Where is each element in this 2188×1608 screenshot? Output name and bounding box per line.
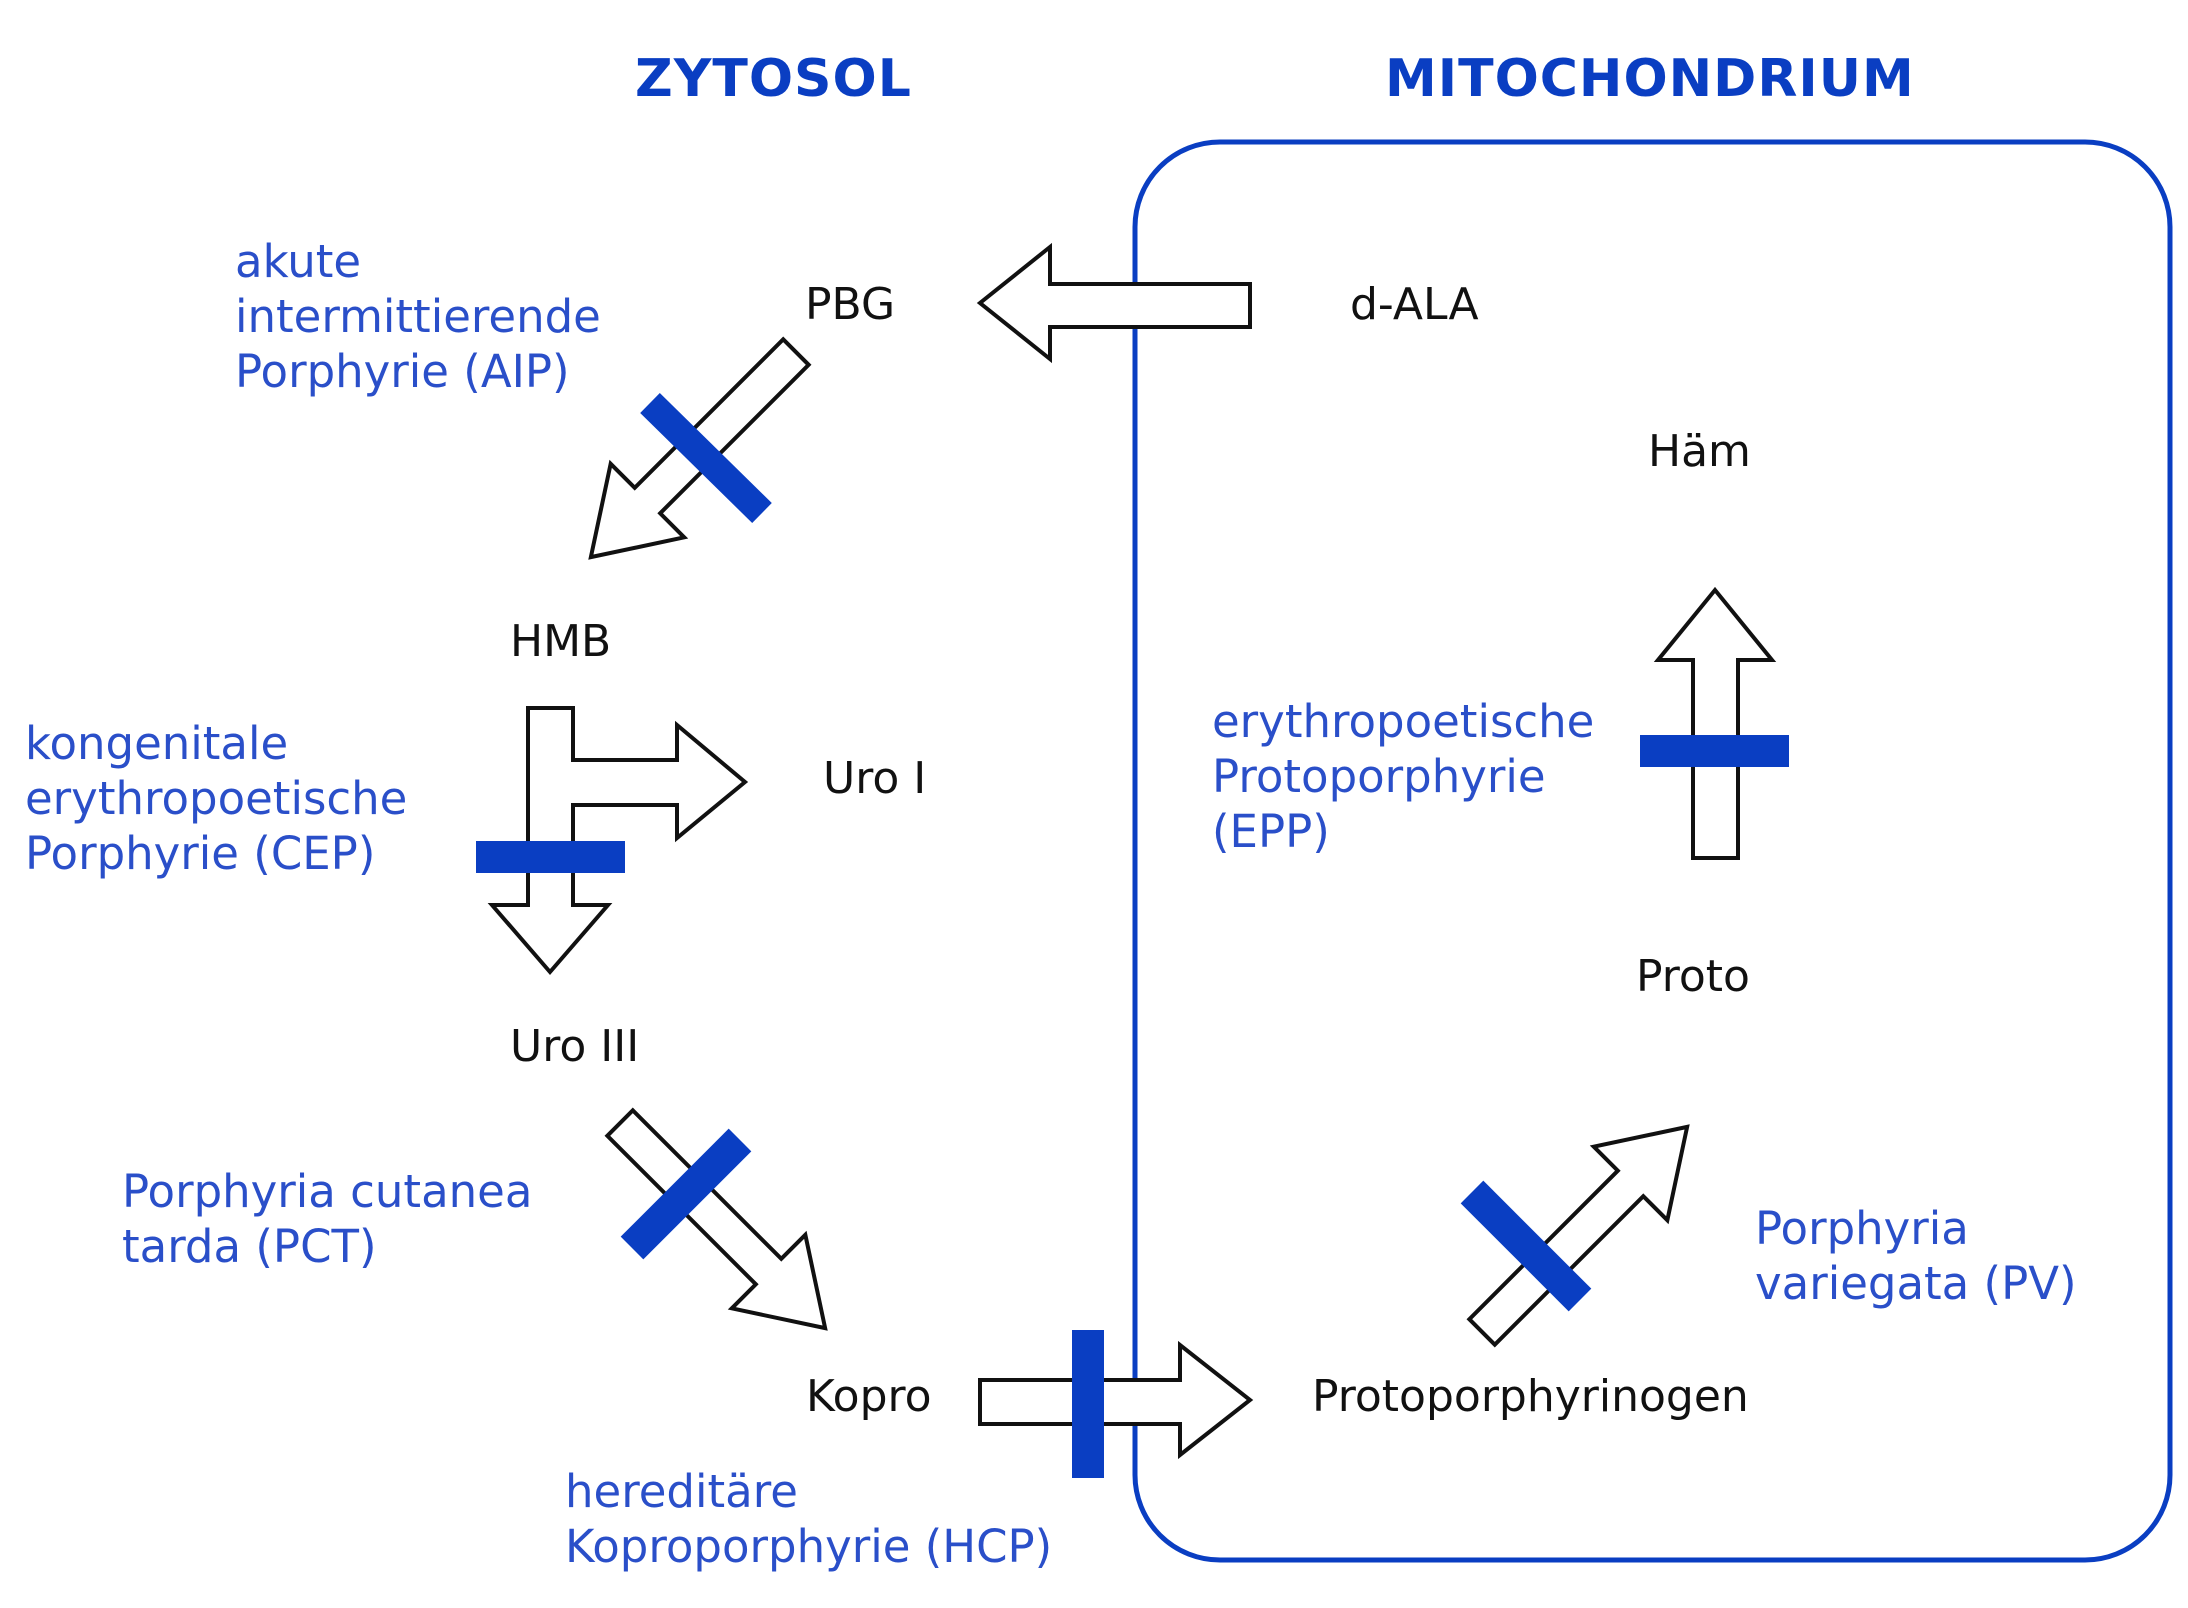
arrow-uro3-to-kopro bbox=[604, 1107, 828, 1331]
header-cytosol: ZYTOSOL bbox=[635, 49, 912, 109]
metabolite-uro3: Uro III bbox=[510, 1021, 640, 1072]
metabolite-uro1: Uro I bbox=[823, 753, 927, 804]
disease-label-pv: Porphyria variegata (PV) bbox=[1755, 1202, 2077, 1312]
disease-epp-line-1: erythropoetische bbox=[1212, 695, 1595, 748]
disease-hcp-line-2: Koproporphyrie (HCP) bbox=[565, 1519, 1053, 1573]
disease-epp-line-2: Protoporphyrie bbox=[1212, 749, 1546, 803]
arrow-kopro-to-protoporphyrinogen bbox=[978, 1340, 1254, 1460]
arrow-proto-to-haem bbox=[1653, 586, 1777, 860]
block-bar-pv bbox=[1460, 1180, 1592, 1312]
arrow-dala-to-pbg bbox=[976, 242, 1252, 364]
mitochondrion-compartment bbox=[1132, 139, 2173, 1563]
disease-pct-line-1: Porphyria cutanea bbox=[122, 1165, 533, 1218]
disease-label-cep: kongenitale erythropoetische Porphyrie (… bbox=[25, 717, 407, 882]
disease-epp-line-3: (EPP) bbox=[1212, 804, 1330, 858]
block-bar-pct bbox=[620, 1128, 752, 1260]
header-mitochondrion: MITOCHONDRIUM bbox=[1385, 49, 1915, 109]
disease-label-epp: erythropoetische Protoporphyrie (EPP) bbox=[1212, 695, 1594, 860]
disease-cep-line-3: Porphyrie (CEP) bbox=[25, 826, 376, 880]
disease-cep-line-1: kongenitale bbox=[25, 717, 289, 770]
metabolite-pbg: PBG bbox=[805, 279, 896, 330]
metabolite-kopro: Kopro bbox=[806, 1371, 932, 1422]
metabolite-proto: Proto bbox=[1636, 951, 1750, 1002]
disease-pv-line-1: Porphyria bbox=[1755, 1202, 1969, 1255]
disease-pv-line-2: variegata (PV) bbox=[1755, 1256, 2077, 1310]
disease-aip-line-2: intermittierende bbox=[235, 289, 601, 343]
disease-label-pct: Porphyria cutanea tarda (PCT) bbox=[122, 1165, 532, 1275]
metabolite-protoporphyrinogen: Protoporphyrinogen bbox=[1312, 1371, 1749, 1422]
disease-cep-line-2: erythropoetische bbox=[25, 771, 408, 825]
arrow-hmb-branch bbox=[487, 706, 749, 976]
block-bar-aip bbox=[640, 393, 772, 523]
disease-aip-line-3: Porphyrie (AIP) bbox=[235, 344, 570, 398]
metabolite-hmb: HMB bbox=[510, 616, 612, 667]
disease-label-aip: akute intermittierende Porphyrie (AIP) bbox=[235, 235, 601, 400]
metabolite-haem: Häm bbox=[1648, 426, 1751, 477]
metabolite-dala: d-ALA bbox=[1350, 279, 1479, 330]
disease-hcp-line-1: hereditäre bbox=[565, 1465, 798, 1518]
arrow-protoporphyrinogen-to-proto bbox=[1466, 1124, 1690, 1348]
disease-label-hcp: hereditäre Koproporphyrie (HCP) bbox=[565, 1465, 1052, 1575]
disease-pct-line-2: tarda (PCT) bbox=[122, 1219, 377, 1273]
disease-aip-line-1: akute bbox=[235, 235, 362, 288]
